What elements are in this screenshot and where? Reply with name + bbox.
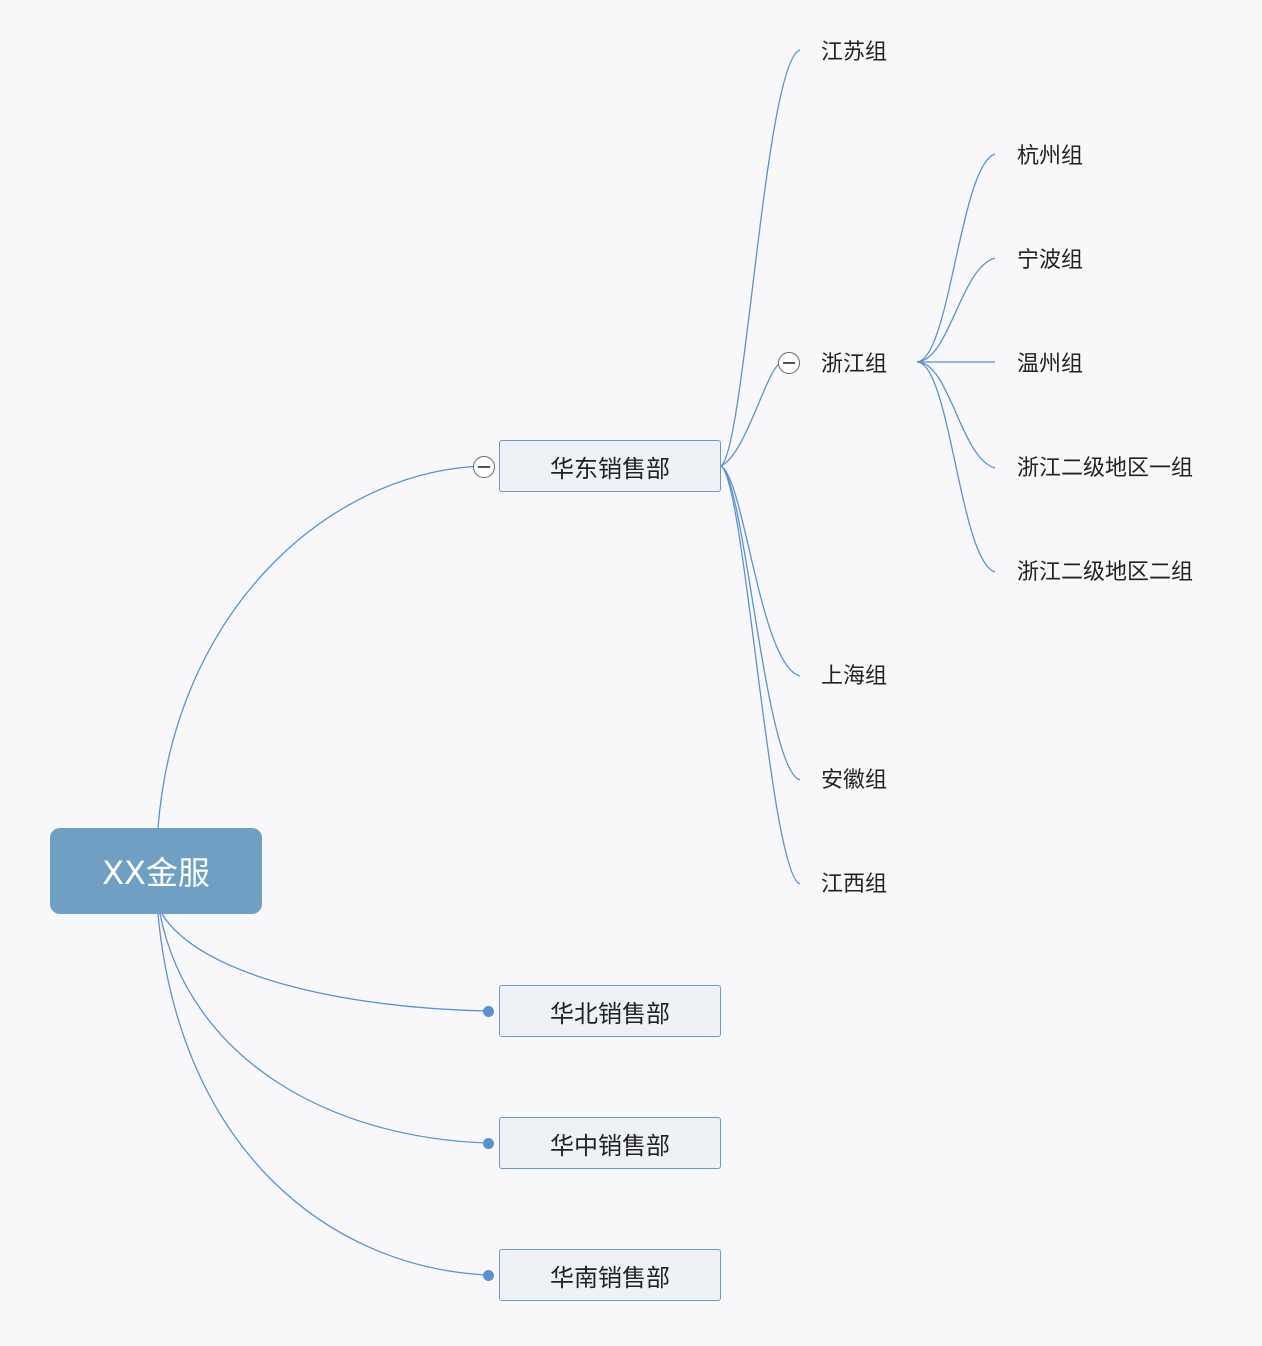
- dept-label: 华中销售部: [550, 1131, 670, 1160]
- expand-south-dot[interactable]: [483, 1270, 494, 1281]
- connector-zj-hangzhou: [916, 153, 996, 363]
- connector-root-south: [157, 913, 489, 1276]
- connector-root-central: [159, 913, 489, 1144]
- root-label: XX金服: [102, 854, 210, 892]
- subgroup-node-hangzhou[interactable]: 杭州组: [1017, 144, 1084, 169]
- subgroup-node-region1[interactable]: 浙江二级地区一组: [1017, 456, 1194, 481]
- dept-node-east[interactable]: 华东销售部: [499, 440, 721, 492]
- subgroup-node-ningbo[interactable]: 宁波组: [1017, 248, 1084, 273]
- connector-east-jiangsu: [720, 49, 801, 467]
- connector-east-shanghai: [720, 465, 801, 677]
- connector-root-north: [161, 913, 489, 1012]
- collapse-east-button[interactable]: [473, 456, 495, 478]
- connector-zj-ningbo: [916, 257, 996, 363]
- connector-zj-region1: [916, 361, 996, 469]
- expand-central-dot[interactable]: [483, 1138, 494, 1149]
- dept-label: 华北销售部: [550, 999, 670, 1028]
- expand-north-dot[interactable]: [483, 1006, 494, 1017]
- group-node-zhejiang[interactable]: 浙江组: [821, 352, 888, 377]
- group-node-anhui[interactable]: 安徽组: [821, 768, 888, 793]
- dept-label: 华东销售部: [550, 454, 670, 483]
- dept-node-central[interactable]: 华中销售部: [499, 1117, 721, 1169]
- connector-root-east: [157, 465, 486, 829]
- connector-zj-region2: [916, 361, 996, 573]
- dept-node-south[interactable]: 华南销售部: [499, 1249, 721, 1301]
- group-node-jiangxi[interactable]: 江西组: [821, 872, 888, 897]
- subgroup-node-region2[interactable]: 浙江二级地区二组: [1017, 560, 1194, 585]
- group-node-shanghai[interactable]: 上海组: [821, 664, 888, 689]
- dept-node-north[interactable]: 华北销售部: [499, 985, 721, 1037]
- subgroup-node-wenzhou[interactable]: 温州组: [1017, 352, 1084, 377]
- connector-east-zhejiang: [720, 363, 780, 467]
- connector-east-jiangxi: [720, 465, 801, 885]
- group-node-jiangsu[interactable]: 江苏组: [821, 40, 888, 65]
- connector-east-anhui: [720, 465, 801, 781]
- root-node[interactable]: XX金服: [50, 828, 262, 914]
- collapse-zhejiang-button[interactable]: [778, 352, 800, 374]
- dept-label: 华南销售部: [550, 1263, 670, 1292]
